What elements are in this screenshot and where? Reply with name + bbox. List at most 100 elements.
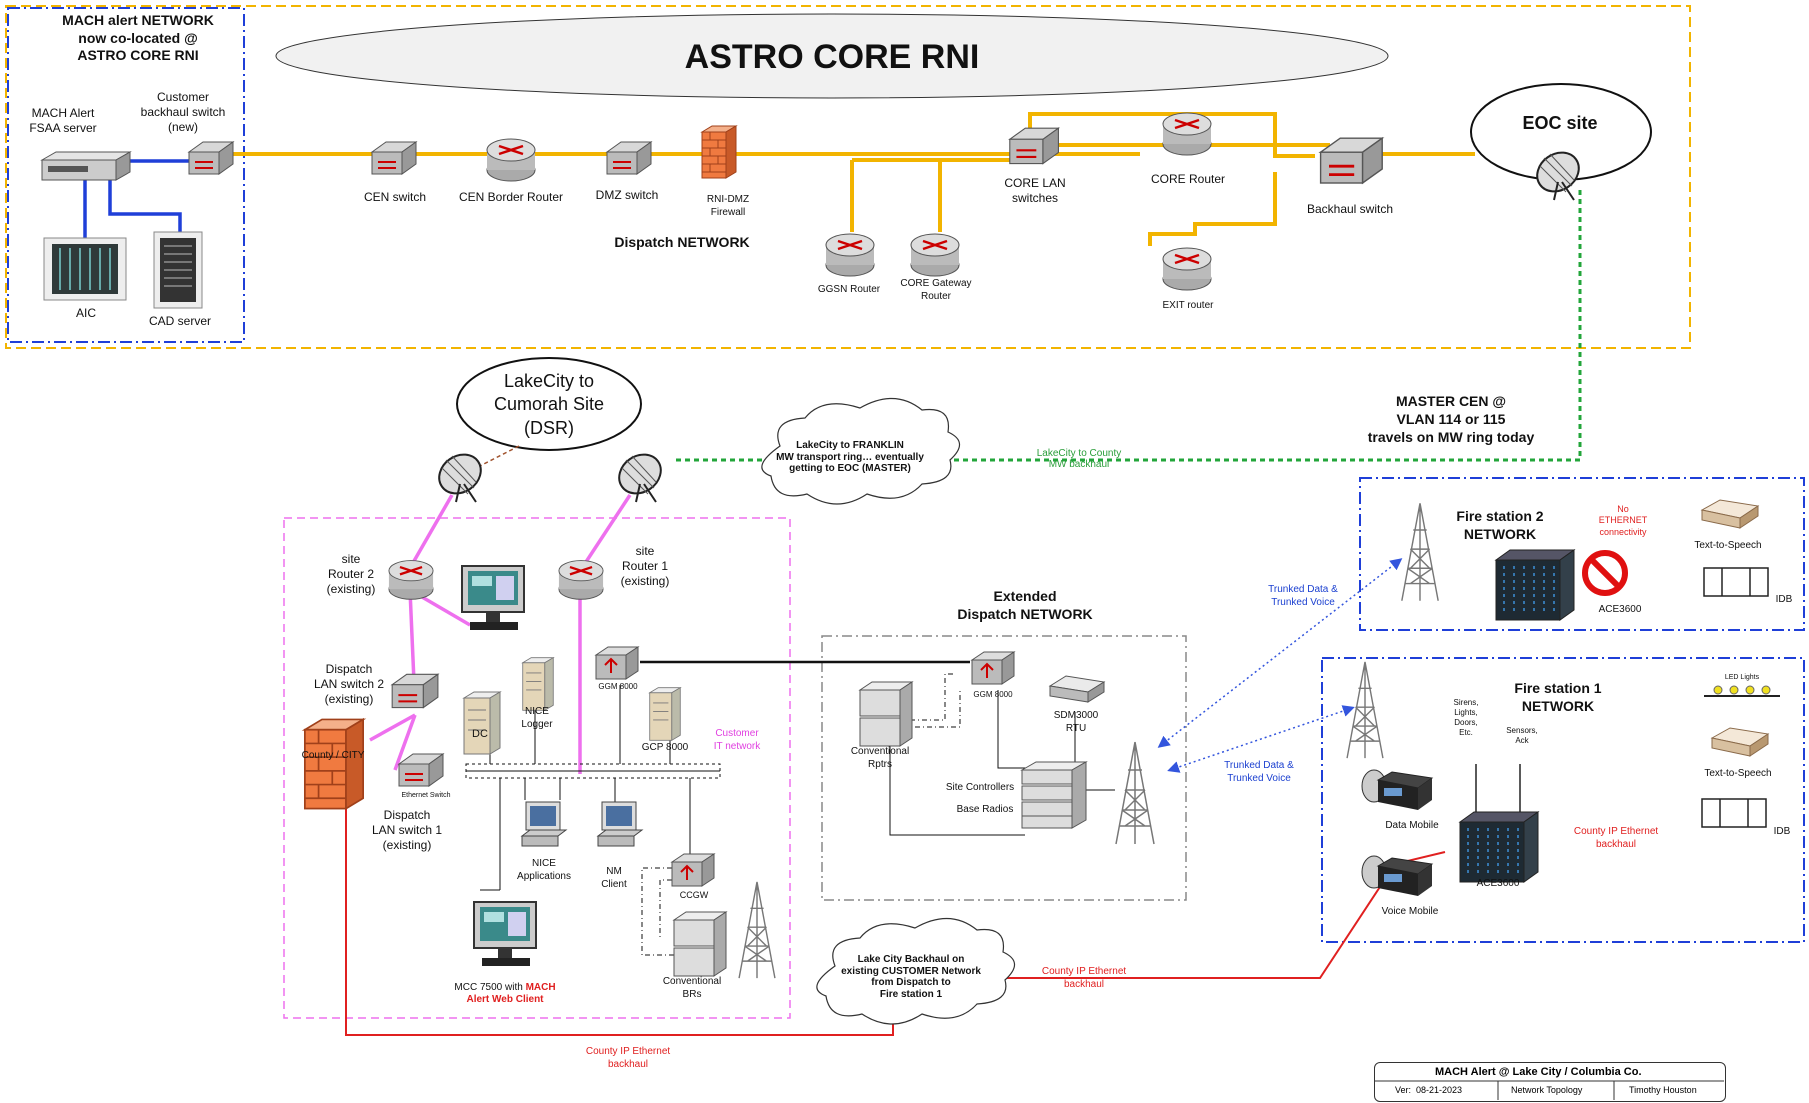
voice-mobile-label: Voice Mobile [1381,906,1439,917]
fsaa-server-label: MACH Alert FSAA server [29,106,97,135]
fire1-led-label: LED Lights [1724,674,1760,681]
eoc-dish-icon [1536,151,1580,201]
dispatch-network-label: Dispatch NETWORK [614,234,750,250]
customer-switch-icon [187,141,235,175]
site-router-2-label: site Router 2 (existing) [326,552,376,596]
ggm-8000-label: GGM 8000 [598,682,638,691]
eoc-site-label: EOC site [1522,113,1598,133]
lan-switch-1-label: Dispatch LAN switch 1 (existing) [371,808,443,852]
title-block: MACH Alert @ Lake City / Columbia Co. Ve… [1374,1062,1726,1102]
fire2-tts-label: Text-to-Speech [1694,540,1762,551]
gcp-8000-label: GCP 8000 [641,742,689,753]
aic-icon [43,237,127,301]
nm-client-label: NM Client [601,866,627,890]
fire2-idb-label: IDB [1775,594,1793,605]
fsaa-server-icon [40,151,132,181]
nm-client-pc-icon [596,801,644,847]
franklin-cloud-label: LakeCity to FRANKLIN MW transport ring… … [776,440,924,474]
title-block-ver: Ver: 08-21-2023 [1395,1085,1463,1095]
mcc-label-prefix: MCC 7500 with [454,982,526,993]
led-lights-icon [1704,685,1780,697]
fire1-tts-label: Text-to-Speech [1704,768,1772,779]
sdm3000-rtu-icon [1048,675,1106,703]
cen-switch-label: CEN switch [363,190,426,204]
mcc-label-red-2: Alert Web Client [466,994,544,1005]
ccgw-label: CCGW [679,890,709,900]
nice-apps-pc-icon [520,801,568,847]
astro-core-zone [5,5,1691,349]
fire1-title: Fire station 1 NETWORK [1514,680,1602,714]
voice-mobile-icon [1361,855,1434,896]
customer-switch-label: Customer backhaul switch (new) [140,90,226,134]
sdm3000-label: SDM3000 RTU [1053,710,1099,734]
lan-switch-2-icon [390,673,440,709]
dc-label: DC [472,728,488,740]
lan-switch-2-label: Dispatch LAN switch 2 (existing) [313,662,385,706]
fire1-sirens-label: Sirens, Lights, Doors, Etc. [1453,698,1479,737]
fire1-ace3600-icon [1458,811,1540,883]
base-radios-label: Base Radios [956,804,1014,815]
cumorah-ellipse [456,357,642,451]
mcc-label-red-1: MACH [525,982,556,993]
fire2-idb-icon [1703,567,1769,597]
core-gateway-router-icon [910,233,960,277]
ext-ggm-8000-icon [970,651,1016,685]
fire2-ace-label: ACE3600 [1598,604,1642,615]
fire1-tts-icon [1710,727,1770,757]
dmz-switch-label: DMZ switch [595,188,659,202]
site-router-1-label: site Router 1 (existing) [620,544,670,588]
fire1-idb-label: IDB [1773,826,1791,837]
title-block-grid [1374,1080,1724,1100]
aic-label: AIC [75,306,96,320]
data-mobile-icon [1361,769,1434,810]
data-mobile-label: Data Mobile [1385,820,1439,831]
ggsn-router-label: GGSN Router [817,284,881,295]
county-ip-label-2: County IP Ethernet backhaul [1041,966,1127,990]
trunked-label-2: Trunked Data & Trunked Voice [1224,760,1294,784]
fire1-connectors [1475,764,1521,812]
cad-server-icon [153,231,203,309]
exit-router-icon [1162,247,1212,291]
gcp-8000-icon [648,686,682,742]
astro-core-ellipse [275,13,1389,99]
dispatch-zone [283,517,791,1019]
core-router-label: CORE Router [1150,172,1226,186]
mw-dish-icon [618,453,662,503]
rni-dmz-firewall-icon [700,125,738,179]
backhaul-cloud [816,917,1016,1025]
cen-switch-icon [370,141,418,175]
mcc-7500-console-icon [473,901,537,966]
no-ethernet-icon [1582,550,1628,596]
cumorah-dish-icon [438,453,482,503]
fire1-ace-label: ACE3600 [1476,878,1520,889]
ext-tower-icon [1115,741,1155,845]
lan-switch-1-icon [397,753,445,787]
customer-it-label: Customer IT network [713,728,761,752]
county-city-label: County / CITY [301,750,365,761]
dispatch-console-icon [461,565,525,630]
site-controllers-icon [1020,761,1088,829]
conventional-rptrs-label: Conventional Rptrs [850,746,910,770]
core-router-icon [1162,112,1212,156]
ggm-8000-icon [594,646,640,680]
site-router-2-icon [388,560,434,600]
backhaul-switch-label: Backhaul switch [1306,202,1394,216]
core-lan-switches-label: CORE LAN switches [1004,176,1066,205]
cad-server-label: CAD server [148,314,211,328]
franklin-cloud [761,397,961,505]
conventional-brs-icon [672,911,728,977]
county-ip-label-3: County IP Ethernet backhaul [1573,826,1659,850]
fire1-idb-icon [1701,798,1767,828]
ext-ggm-8000-label: GGM 8000 [973,690,1013,699]
nice-logger-label: NICE Logger [521,706,553,730]
fire2-tower-icon [1401,503,1439,601]
site-controllers-label: Site Controllers [945,782,1015,793]
fire-station-2-zone [1359,477,1805,631]
dispatch-tower-icon [738,881,776,979]
county-city-firewall-icon [301,717,367,811]
mach-network-zone [7,7,245,343]
dmz-switch-icon [605,141,653,175]
fire1-sensors-label: Sensors, Ack [1506,726,1538,745]
core-gateway-router-label: CORE Gateway Router [900,278,972,302]
mach-network-label: MACH alert NETWORK now co-located @ ASTR… [62,12,214,63]
